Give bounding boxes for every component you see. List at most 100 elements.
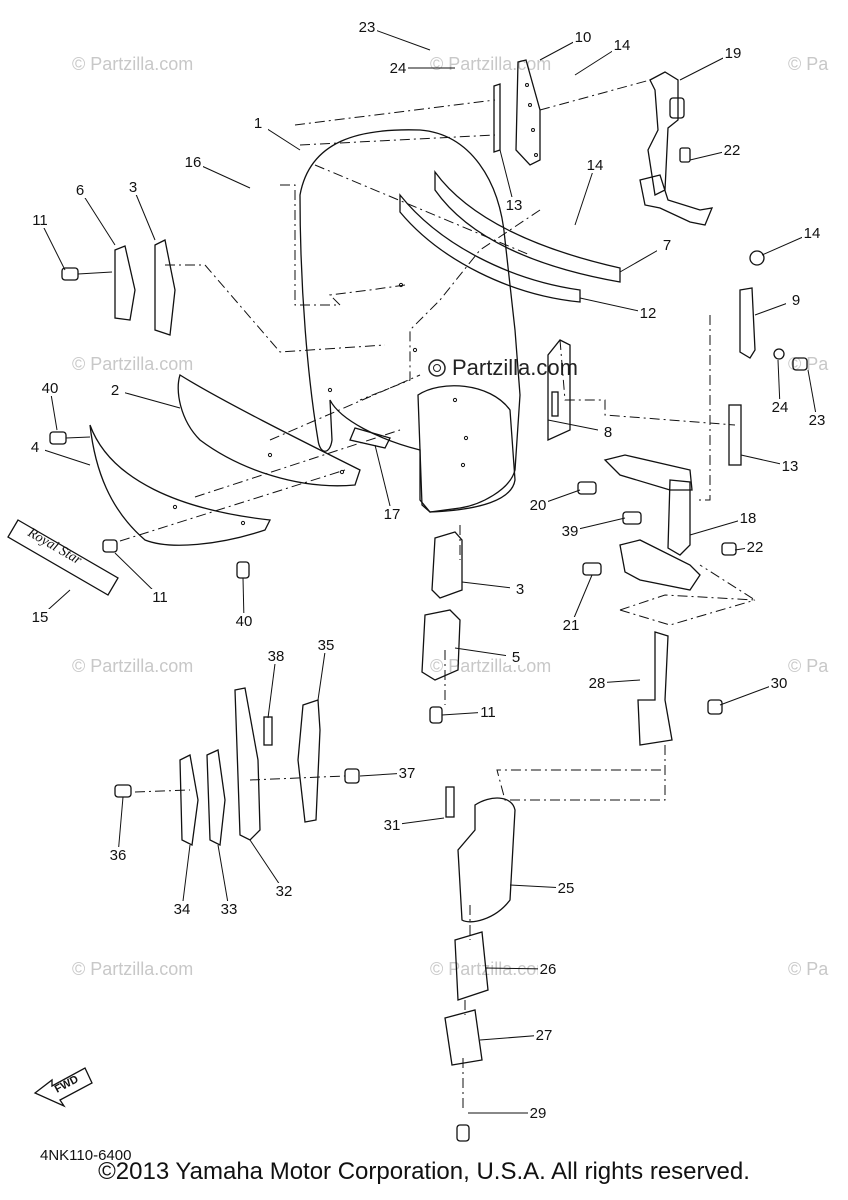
callout-backing xyxy=(30,212,50,228)
callout-backing xyxy=(534,1027,554,1043)
windshield xyxy=(299,129,521,513)
part-callout-8: 8 xyxy=(604,424,612,441)
right-upper-bracket xyxy=(639,71,714,226)
callout-backing xyxy=(274,883,294,899)
part-callout-11: 11 xyxy=(480,704,496,721)
part-callout-24: 24 xyxy=(390,60,407,77)
callout-backing xyxy=(248,115,268,131)
part-callout-12: 12 xyxy=(640,305,657,322)
part-callout-39: 39 xyxy=(562,523,579,540)
left-plates xyxy=(61,239,176,336)
diagram-code: 4NK110-6400 xyxy=(40,1147,131,1164)
callout-backing xyxy=(585,157,605,173)
center-watermark-text: Partzilla.com xyxy=(452,355,578,380)
lower-right-bracket xyxy=(637,631,723,746)
right-lower-bracket xyxy=(577,454,737,591)
callout-backing xyxy=(722,142,742,158)
part-callout-14: 14 xyxy=(614,37,631,54)
part-callout-13: 13 xyxy=(782,458,799,475)
callout-backing xyxy=(30,609,50,625)
callout-backing xyxy=(587,675,607,691)
callout-backing xyxy=(219,901,239,917)
leader-line xyxy=(454,647,517,658)
part-callout-36: 36 xyxy=(110,847,127,864)
leader-line xyxy=(267,655,277,719)
assembly-lines xyxy=(119,79,757,1110)
leader-line xyxy=(132,186,156,241)
part-callout-40: 40 xyxy=(236,613,253,630)
watermark: © Partzilla.com xyxy=(430,656,551,676)
leader-lines xyxy=(34,26,818,1114)
callout-backing xyxy=(382,817,402,833)
leader-line xyxy=(366,26,431,51)
leader-line xyxy=(217,844,230,910)
part-callout-30: 30 xyxy=(771,675,788,692)
callout-backing xyxy=(638,305,658,321)
part-callout-9: 9 xyxy=(792,292,800,309)
leader-line xyxy=(181,844,191,910)
callout-backing xyxy=(657,237,677,253)
part-callout-33: 33 xyxy=(221,901,238,918)
watermark: © Partzilla.com xyxy=(72,656,193,676)
part-callout-26: 26 xyxy=(540,961,557,978)
callout-backing xyxy=(25,439,45,455)
bottom-plates xyxy=(444,786,516,1142)
leader-line xyxy=(570,574,593,626)
part-callout-29: 29 xyxy=(530,1105,547,1122)
part-callout-32: 32 xyxy=(276,883,293,900)
part-callout-22: 22 xyxy=(724,142,741,159)
callout-backing xyxy=(560,523,580,539)
part-callout-34: 34 xyxy=(174,901,191,918)
leader-line xyxy=(479,1034,545,1041)
leader-line xyxy=(807,369,818,421)
top-bracket xyxy=(493,59,541,166)
leader-line xyxy=(39,219,66,271)
part-callout-15: 15 xyxy=(32,609,49,626)
watermark: © Pa xyxy=(788,354,829,374)
callout-backing xyxy=(745,539,765,555)
callout-backing xyxy=(478,704,498,720)
leader-line xyxy=(79,189,116,246)
lower-cowls xyxy=(49,374,361,579)
part-callout-20: 20 xyxy=(530,497,547,514)
part-callout-28: 28 xyxy=(589,675,606,692)
part-callout-40: 40 xyxy=(42,380,59,397)
part-callout-13: 13 xyxy=(506,197,523,214)
inner-panel xyxy=(349,339,571,513)
watermark: © Partzilla.com xyxy=(72,54,193,74)
watermark: © Pa xyxy=(788,656,829,676)
callout-backing xyxy=(504,197,524,213)
part-callout-37: 37 xyxy=(399,765,416,782)
leader-line xyxy=(374,444,393,515)
part-callout-7: 7 xyxy=(663,237,671,254)
watermark: © Partzilla.com xyxy=(72,354,193,374)
part-callout-35: 35 xyxy=(318,637,335,654)
callout-backing xyxy=(506,649,526,665)
part-callout-38: 38 xyxy=(268,648,285,665)
leader-line xyxy=(117,796,124,856)
right-mid-bracket xyxy=(728,250,808,466)
callout-backing xyxy=(123,179,143,195)
part-callout-22: 22 xyxy=(747,539,764,556)
watermark: © Partzilla.com xyxy=(430,54,551,74)
callout-backing xyxy=(556,880,576,896)
callout-backing xyxy=(598,424,618,440)
callout-backing xyxy=(612,37,632,53)
callout-backing xyxy=(528,1105,548,1121)
part-callout-18: 18 xyxy=(740,510,757,527)
leader-line xyxy=(499,149,515,206)
left-lower-assembly xyxy=(114,687,360,846)
part-callout-2: 2 xyxy=(111,382,119,399)
part-callout-11: 11 xyxy=(152,589,168,606)
callout-backing xyxy=(723,45,743,61)
callout-backing xyxy=(316,637,336,653)
center-plates xyxy=(421,531,463,724)
callout-backing xyxy=(510,581,530,597)
leader-line xyxy=(574,164,596,226)
callout-backing xyxy=(183,154,203,170)
watermarks: © Partzilla.com © Partzilla.com © Pa © P… xyxy=(72,54,829,979)
part-callout-23: 23 xyxy=(809,412,826,429)
fwd-arrow: FWD xyxy=(33,1067,93,1108)
